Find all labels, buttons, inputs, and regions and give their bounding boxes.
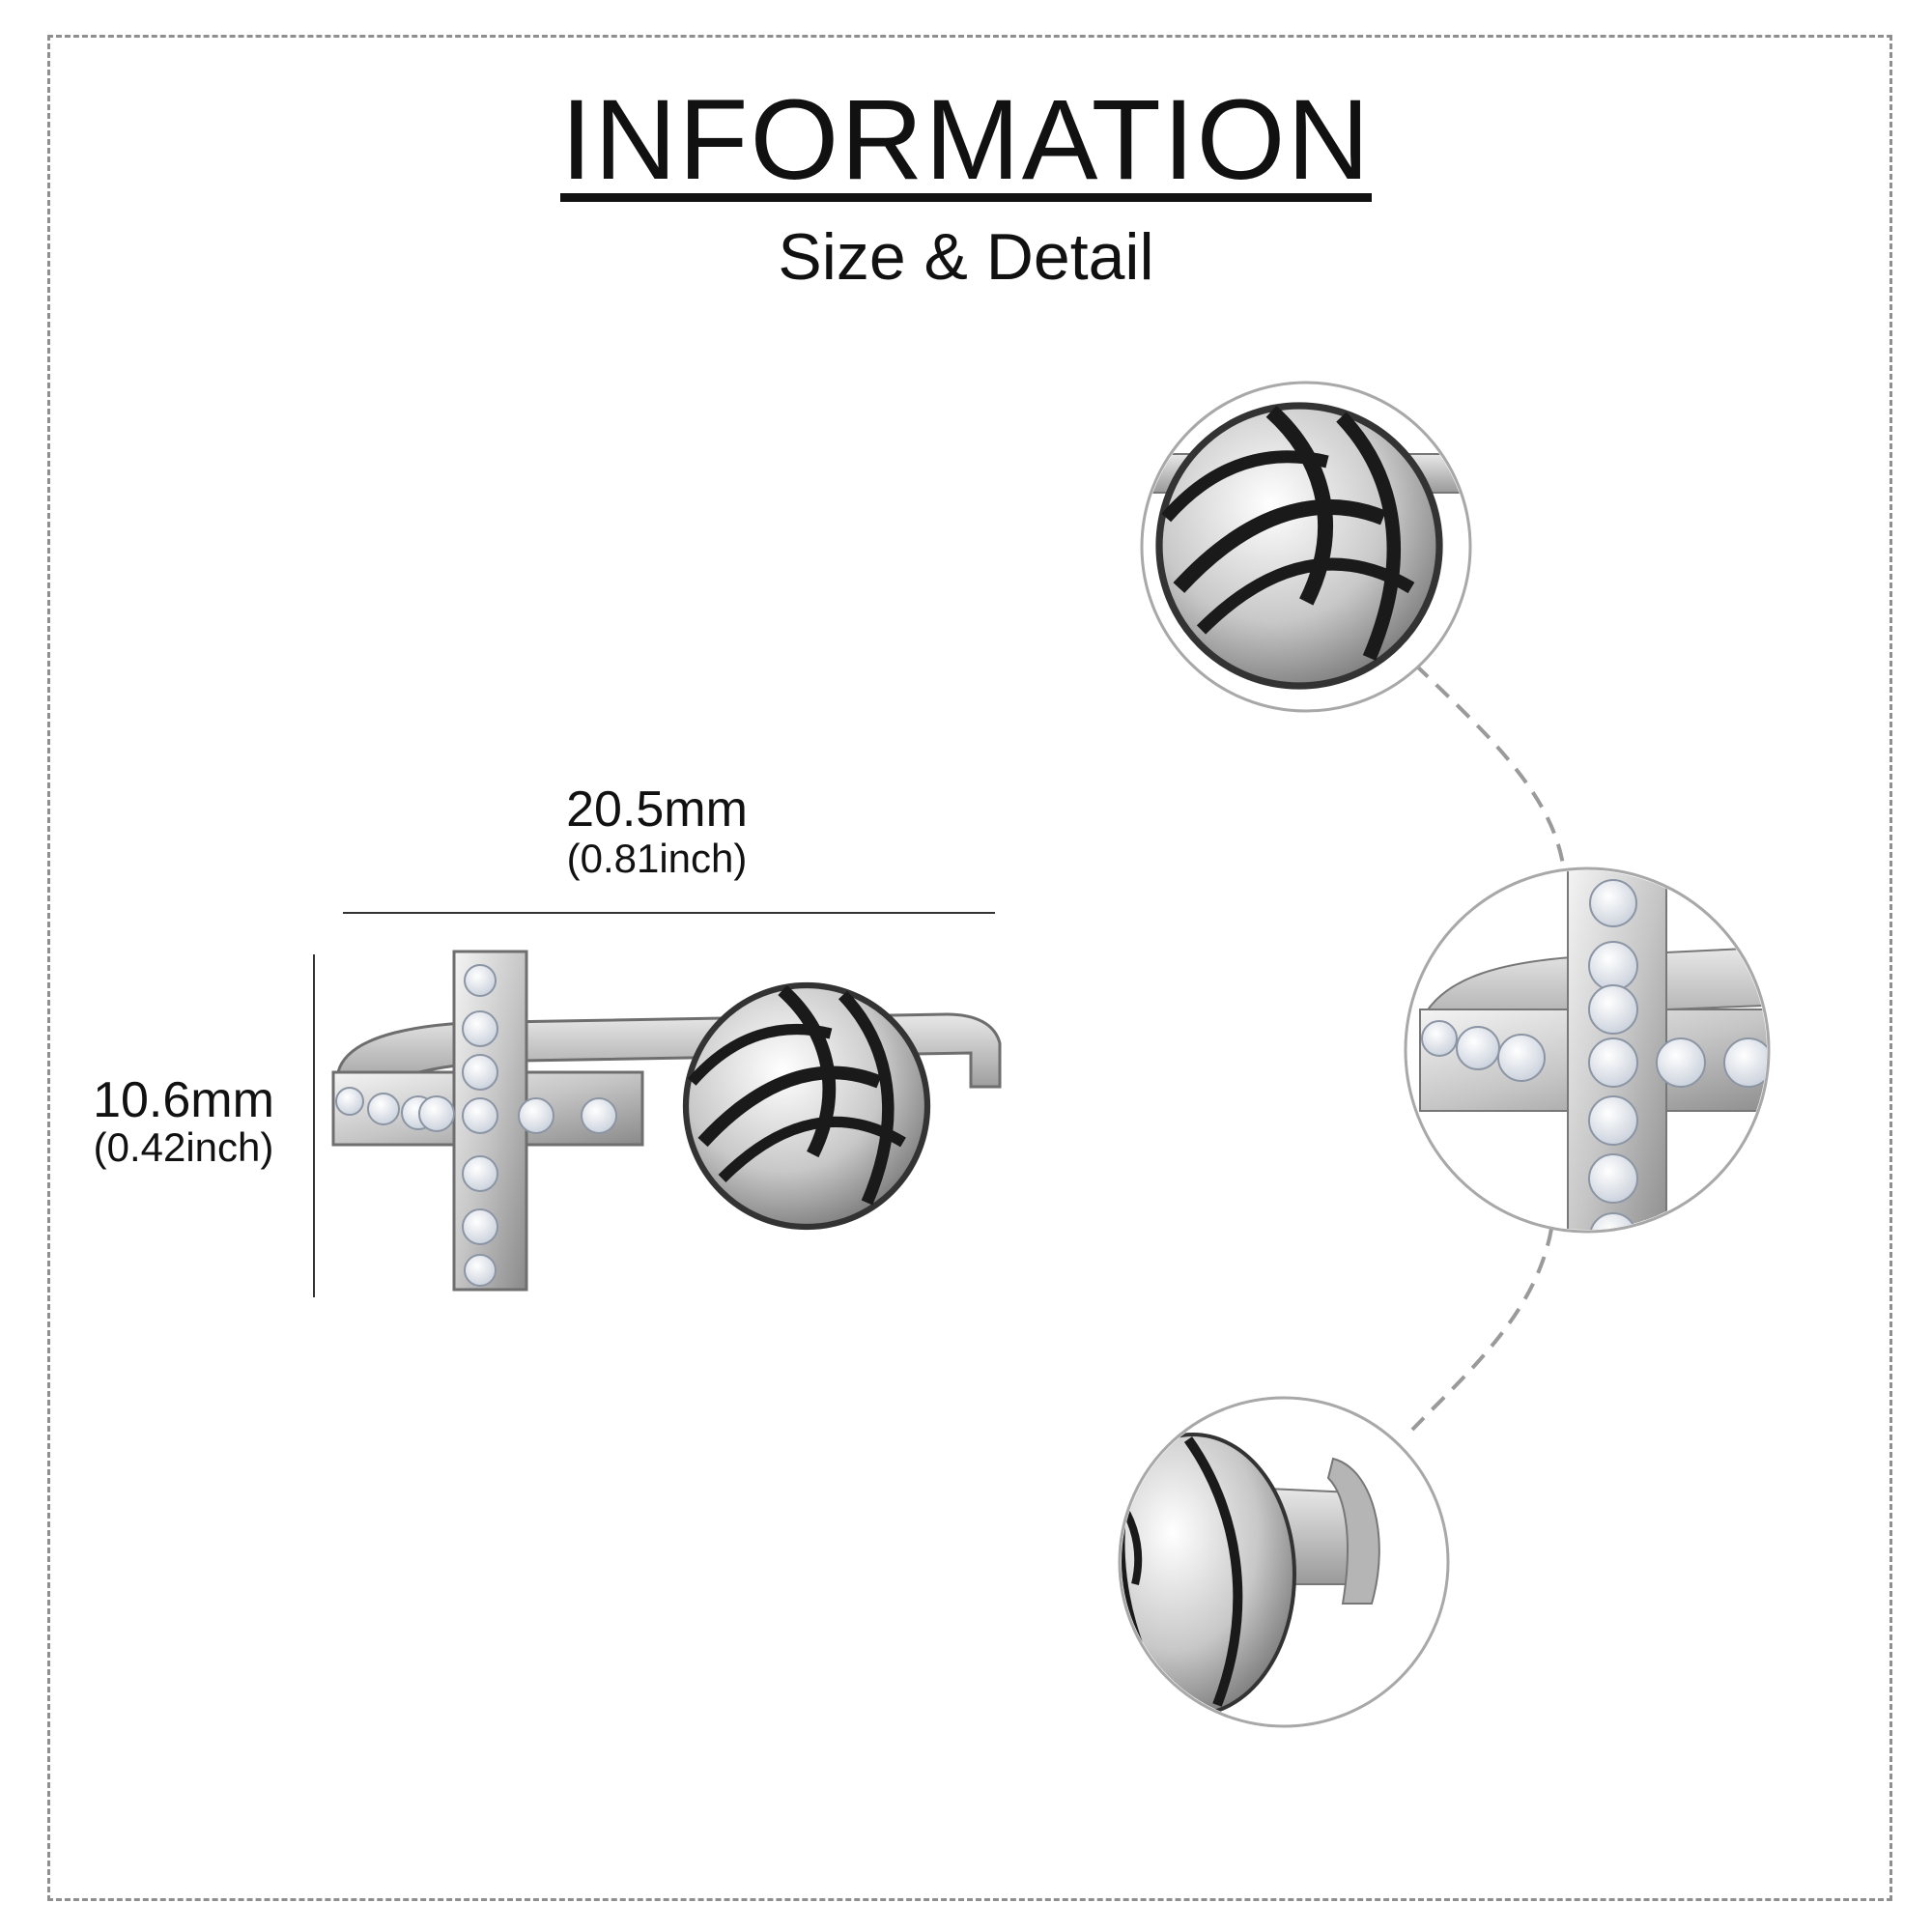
height-mm-label: 10.6mm xyxy=(93,1072,274,1128)
connector-dashed-bottom xyxy=(1410,1228,1553,1432)
height-inch-label: (0.42inch) xyxy=(93,1124,274,1170)
dashed-frame xyxy=(47,35,1892,1901)
detail-circle-volleyball-top xyxy=(1140,381,1472,713)
detail-circle-volleyball-side xyxy=(1118,1396,1450,1728)
main-ring-image xyxy=(331,950,1002,1292)
connector-dashed-top xyxy=(1413,663,1565,866)
page-subtitle: Size & Detail xyxy=(778,220,1154,294)
width-mm-label: 20.5mm xyxy=(566,781,748,838)
detail-circle-cross xyxy=(1404,867,1771,1234)
page-title: INFORMATION xyxy=(560,76,1372,204)
title-underline xyxy=(560,193,1372,202)
width-inch-label: (0.81inch) xyxy=(566,836,748,881)
